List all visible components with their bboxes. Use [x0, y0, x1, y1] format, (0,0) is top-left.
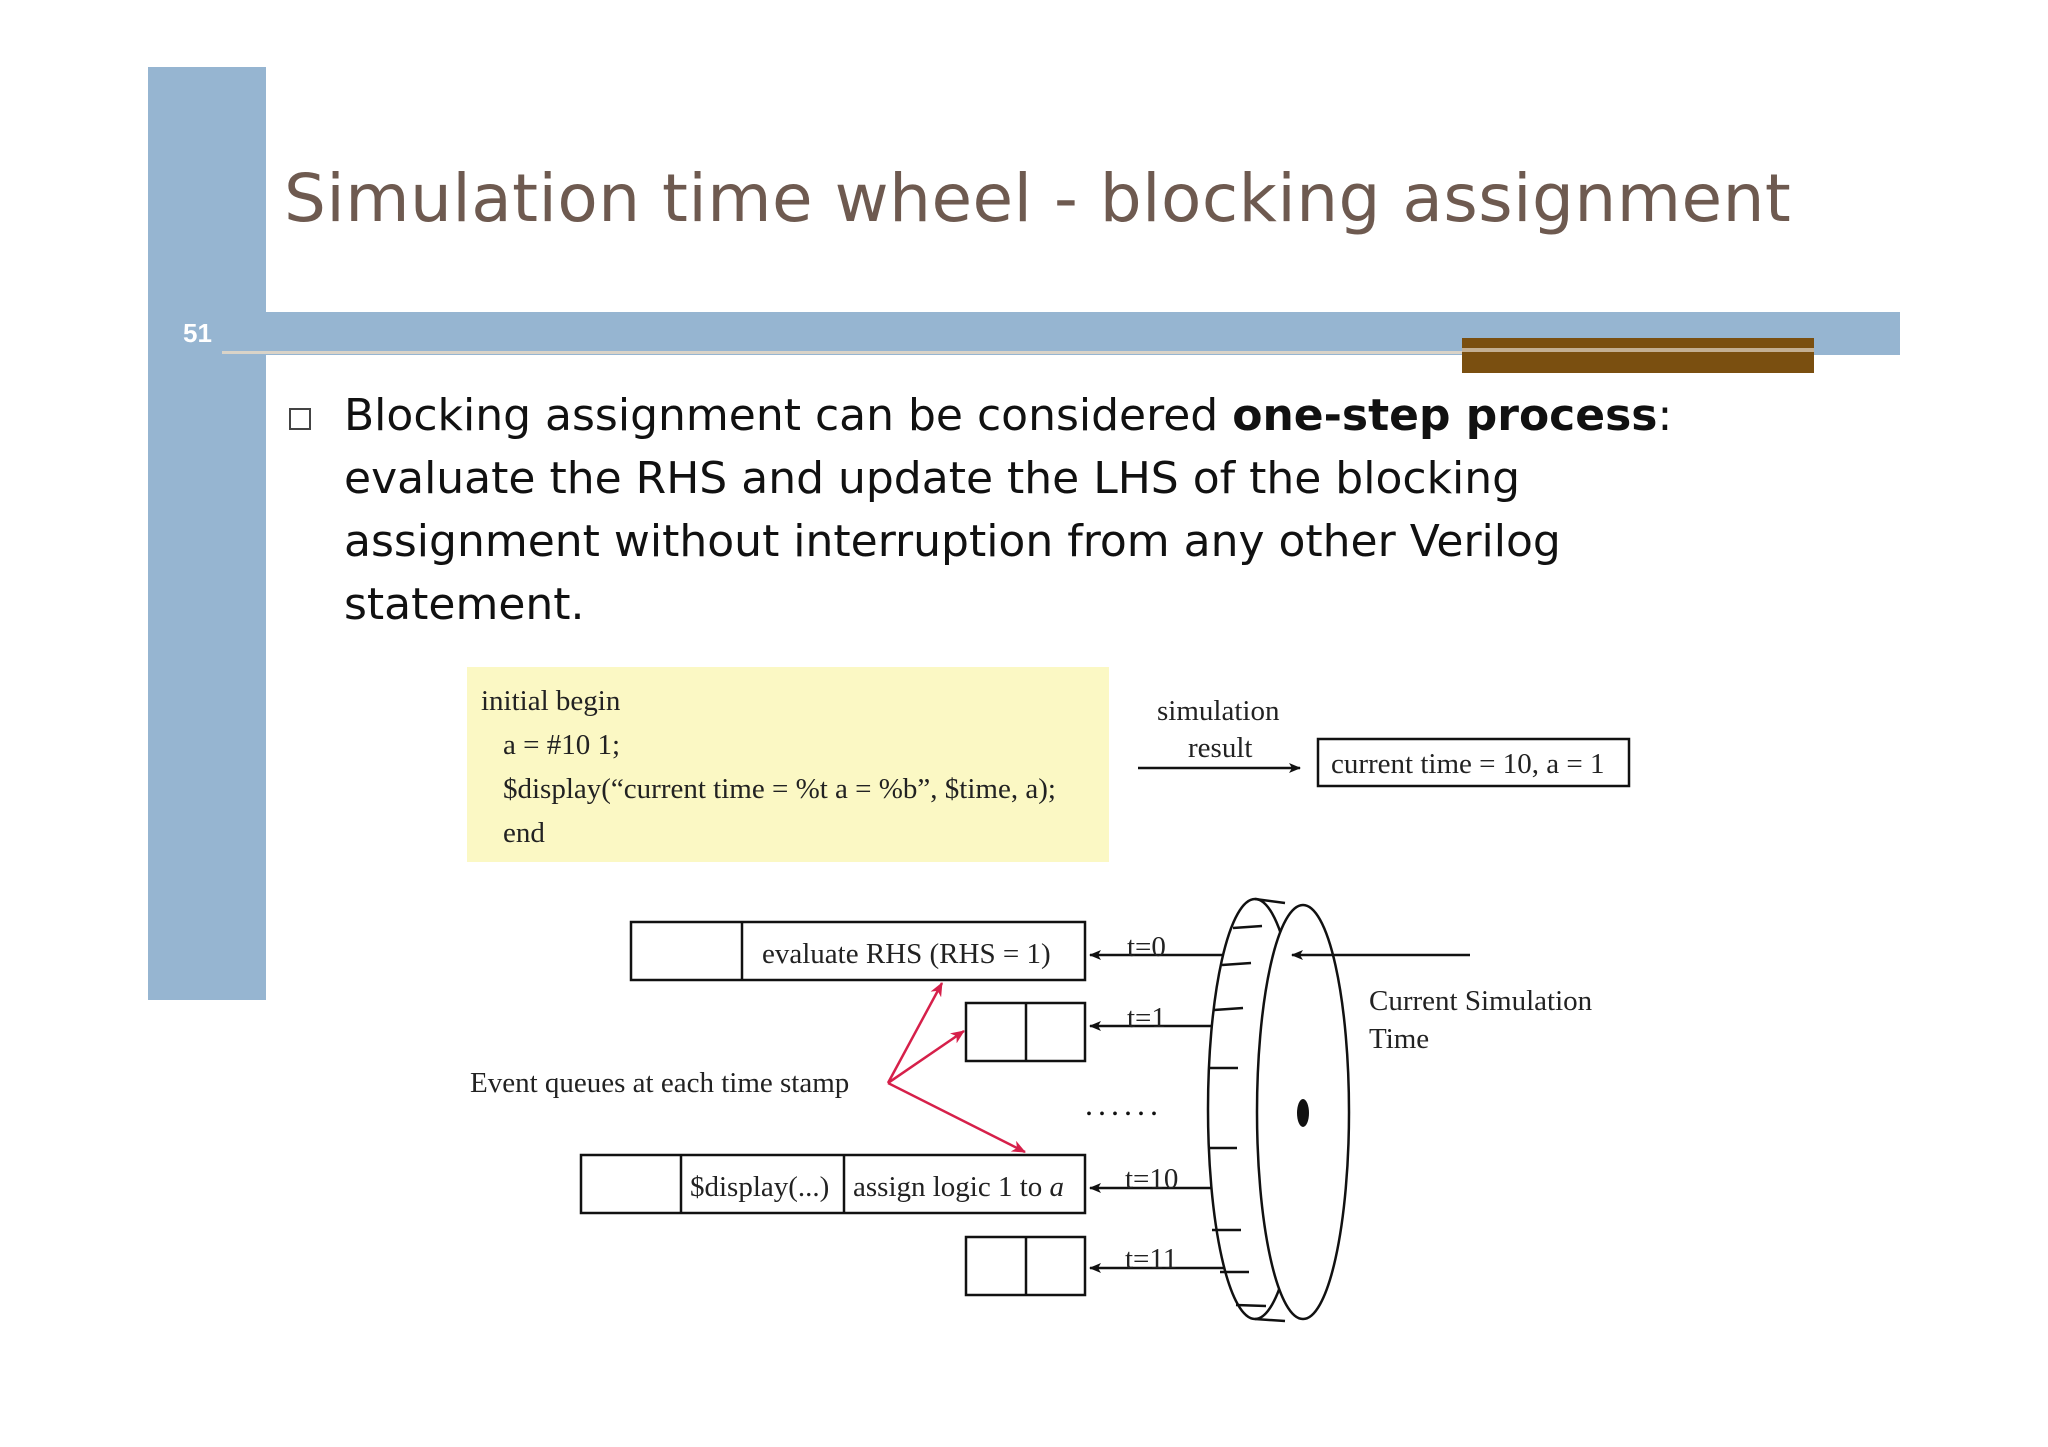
current-sim-time-label: Time	[1369, 1023, 1429, 1056]
red-arrow-t0	[888, 983, 942, 1083]
queue-t10-assign-label: assign logic 1 to	[853, 1171, 1050, 1203]
result-text: current time = 10, a = 1	[1331, 748, 1605, 781]
red-arrow-t10	[888, 1083, 1025, 1152]
t1-label: t=1	[1127, 1002, 1166, 1035]
time-wheel	[1208, 899, 1349, 1321]
queue-t10-assign: assign logic 1 to a	[853, 1171, 1064, 1204]
ellipsis-dots: ......	[1085, 1086, 1163, 1122]
t11-label: t=11	[1125, 1243, 1177, 1276]
queue-t10-display: $display(...)	[690, 1171, 829, 1204]
t0-label: t=0	[1127, 931, 1166, 964]
queue-t10-assign-var: a	[1050, 1171, 1065, 1203]
result-label: result	[1188, 732, 1252, 765]
current-sim-label: Current Simulation	[1369, 985, 1592, 1018]
event-queue-label: Event queues at each time stamp	[470, 1067, 849, 1100]
queue-t0-text: evaluate RHS (RHS = 1)	[762, 938, 1051, 971]
simulation-label: simulation	[1157, 695, 1279, 728]
red-arrow-t1	[888, 1031, 964, 1083]
t10-label: t=10	[1125, 1163, 1178, 1196]
wheel-axle-dot	[1297, 1099, 1309, 1127]
